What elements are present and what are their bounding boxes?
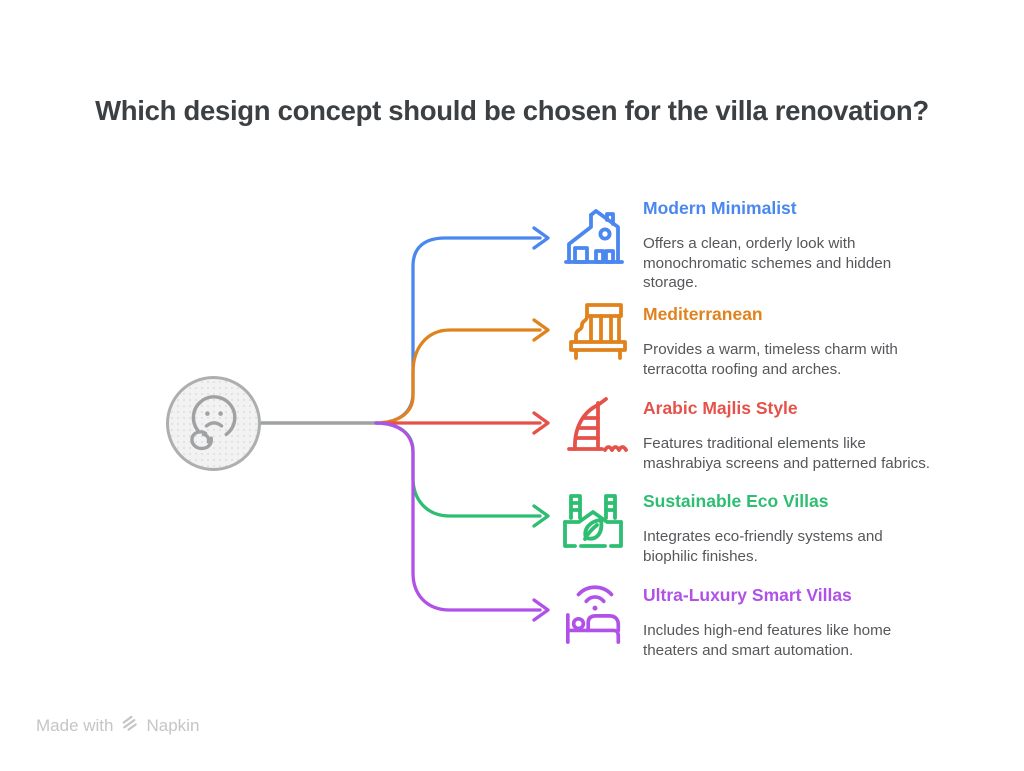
branch-description: Integrates eco-friendly systems and biop… xyxy=(643,528,883,565)
center-node xyxy=(166,376,261,471)
branch-label: Arabic Majlis Style xyxy=(643,398,798,418)
thinking-face-icon xyxy=(182,391,246,457)
branch-description: Provides a warm, timeless charm with ter… xyxy=(643,341,898,378)
branch-label: Mediterranean xyxy=(643,304,763,324)
arrowhead-icon xyxy=(532,598,550,622)
connector-modern-minimalist xyxy=(374,226,550,425)
smart-bed-wifi-icon xyxy=(562,577,628,647)
eco-factory-leaf-icon xyxy=(557,486,629,552)
connector-ultra-luxury xyxy=(374,421,550,622)
arrowhead-icon xyxy=(532,318,550,342)
burj-al-arab-icon xyxy=(561,392,629,458)
branch-mediterranean: Mediterranean Provides a warm, timeless … xyxy=(643,303,943,379)
made-with-napkin-badge: Made with Napkin xyxy=(36,714,199,738)
branch-label: Sustainable Eco Villas xyxy=(643,491,829,511)
branch-arabic-majlis: Arabic Majlis Style Features traditional… xyxy=(643,397,943,473)
branch-label: Modern Minimalist xyxy=(643,198,797,218)
modern-house-icon xyxy=(562,205,626,265)
arrowhead-icon xyxy=(532,226,550,250)
connector-arabic-majlis xyxy=(374,411,550,435)
napkin-logo-icon xyxy=(120,714,139,738)
branch-label: Ultra-Luxury Smart Villas xyxy=(643,585,852,605)
branch-description: Offers a clean, orderly look with monoch… xyxy=(643,235,892,291)
brand-label: Napkin xyxy=(146,716,200,735)
made-with-label: Made with xyxy=(36,716,114,735)
mediterranean-villa-icon xyxy=(565,300,631,360)
branch-sustainable-eco: Sustainable Eco Villas Integrates eco-fr… xyxy=(643,490,943,566)
connector-mediterranean xyxy=(374,318,550,425)
connector-sustainable-eco xyxy=(374,421,550,528)
branch-description: Features traditional elements like mashr… xyxy=(643,435,931,472)
arrowhead-icon xyxy=(532,411,550,435)
arrowhead-icon xyxy=(532,504,550,528)
page-title: Which design concept should be chosen fo… xyxy=(95,95,929,127)
branch-modern-minimalist: Modern Minimalist Offers a clean, orderl… xyxy=(643,197,943,293)
branch-description: Includes high-end features like home the… xyxy=(643,622,892,659)
branch-ultra-luxury: Ultra-Luxury Smart Villas Includes high-… xyxy=(643,584,943,660)
